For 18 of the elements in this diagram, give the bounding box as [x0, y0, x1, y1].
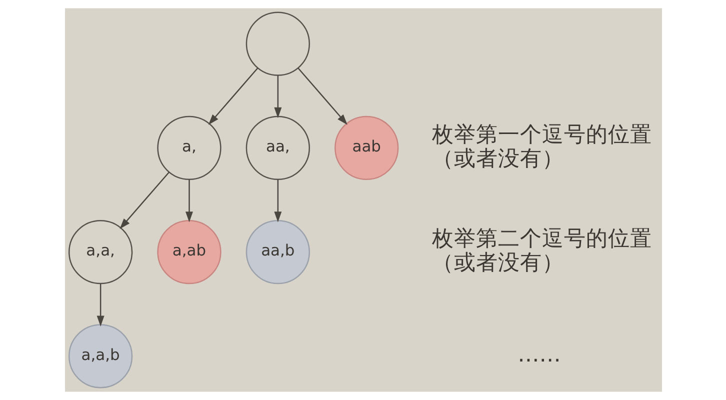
node-circle: a,a, [68, 220, 132, 284]
node-circle: a,a,b [68, 324, 132, 388]
node-circle: a, [156, 116, 221, 180]
arrow [208, 68, 258, 125]
node-circle [245, 12, 310, 76]
node-circle: aa, [245, 116, 310, 180]
node-circle: aab [334, 116, 398, 180]
node-circle: a,ab [156, 220, 221, 284]
arrow [274, 180, 282, 222]
label: …… [517, 342, 560, 368]
label: 枚举第一个逗号的位置（或者没有） [432, 122, 652, 172]
arrow [119, 172, 170, 230]
arrow [297, 68, 347, 125]
label: 枚举第二个逗号的位置（或者没有） [432, 226, 652, 276]
arrow [184, 180, 192, 222]
node-circle: aa,b [245, 220, 310, 284]
arrow [96, 284, 104, 326]
arrow [274, 75, 282, 118]
